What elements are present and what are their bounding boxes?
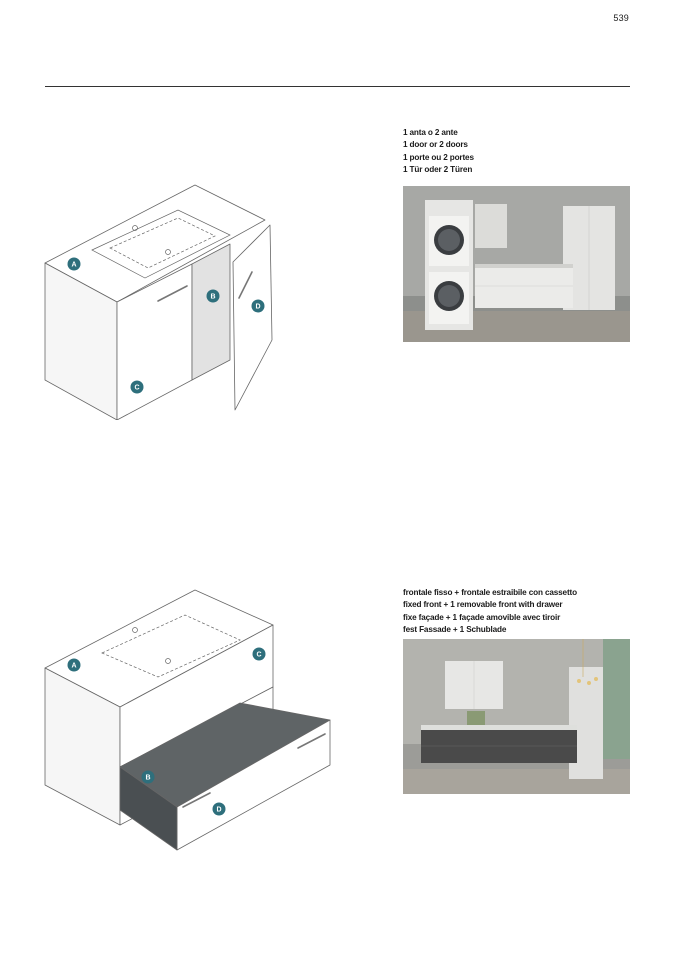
svg-text:A: A <box>71 663 76 670</box>
caption-line-de: 1 Tür oder 2 Türen <box>403 164 473 174</box>
svg-text:C: C <box>134 385 139 392</box>
badge-a: A <box>67 257 81 271</box>
caption-line-en: fixed front + 1 removable front with dra… <box>403 600 563 610</box>
svg-text:B: B <box>210 294 215 301</box>
badge-b: B <box>206 289 220 303</box>
caption-line-it: 1 anta o 2 ante <box>403 128 458 137</box>
svg-text:D: D <box>255 304 260 311</box>
badge-d: D <box>251 299 265 313</box>
svg-text:D: D <box>216 807 221 814</box>
page-number: 539 <box>613 13 629 23</box>
caption-line-it: frontale fisso + frontale estraibile con… <box>403 588 577 597</box>
header-rule <box>45 86 630 87</box>
kitchen-room-photo <box>403 639 630 794</box>
badge-c: C <box>252 647 266 661</box>
caption-line-en: 1 door or 2 doors <box>403 140 468 150</box>
badge-a: A <box>67 658 81 672</box>
laundry-room-photo <box>403 186 630 342</box>
svg-text:B: B <box>145 775 150 782</box>
svg-text:A: A <box>71 262 76 269</box>
caption-line-fr: 1 porte ou 2 portes <box>403 152 474 162</box>
caption-line-fr: fixe façade + 1 façade amovible avec tir… <box>403 612 561 622</box>
caption-drawer: frontale fisso + frontale estraibile con… <box>403 587 577 636</box>
badge-d: D <box>212 802 226 816</box>
caption-doors: 1 anta o 2 ante 1 door or 2 doors 1 port… <box>403 127 474 176</box>
badge-c: C <box>130 380 144 394</box>
cabinet-drawer-drawing: A B C D <box>44 589 331 851</box>
svg-text:C: C <box>256 652 261 659</box>
cabinet-doors-drawing: A B C D <box>44 184 273 420</box>
badge-b: B <box>141 770 155 784</box>
caption-line-de: fest Fassade + 1 Schublade <box>403 624 507 634</box>
